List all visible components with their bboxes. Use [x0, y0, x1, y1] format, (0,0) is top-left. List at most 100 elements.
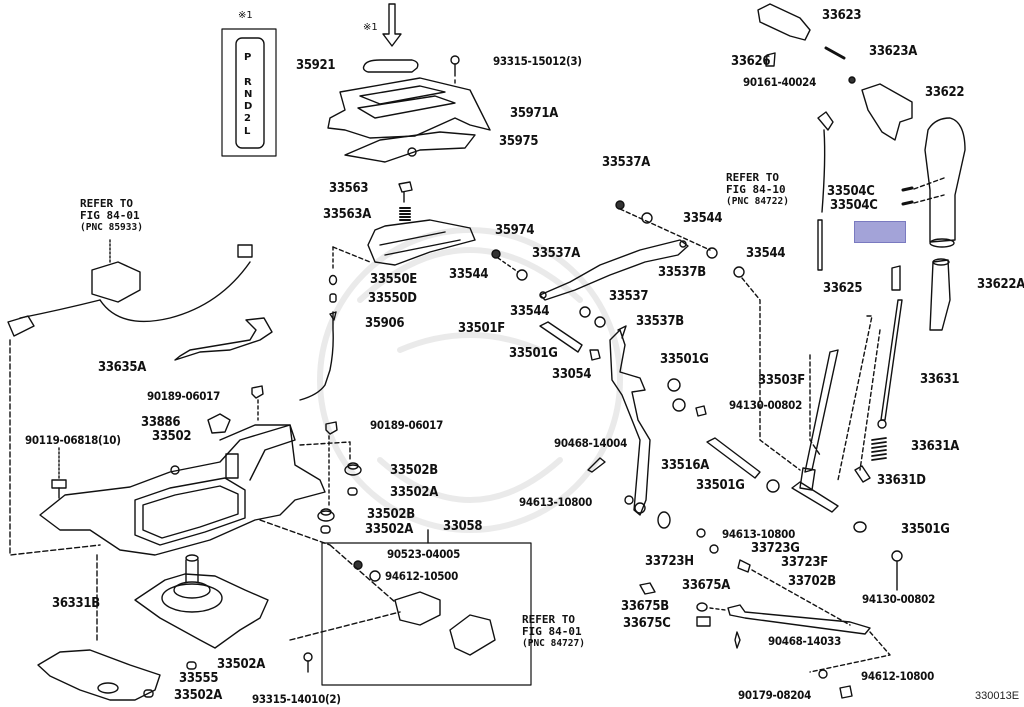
- part-label[interactable]: 93315-15012(3): [493, 54, 582, 68]
- part-label[interactable]: 90161-40024: [743, 75, 816, 89]
- part-label[interactable]: 33501G: [660, 352, 709, 367]
- part-label[interactable]: 94612-10500: [385, 569, 458, 583]
- part-label[interactable]: 33502B: [390, 463, 438, 478]
- lever-33054: [609, 329, 651, 516]
- part-label[interactable]: 33537B: [658, 265, 706, 280]
- part-label[interactable]: 33501F: [458, 321, 505, 336]
- shift-knob: [924, 117, 966, 243]
- part-label[interactable]: 33502A: [174, 688, 222, 703]
- part-label[interactable]: 33054: [552, 367, 592, 382]
- part-label[interactable]: 90189-06017: [370, 418, 443, 432]
- part-label[interactable]: 33635A: [98, 360, 146, 375]
- part-label[interactable]: 33723F: [781, 555, 828, 570]
- part-label[interactable]: 33550E: [370, 272, 417, 287]
- part-label[interactable]: 33502: [152, 429, 192, 444]
- part-label[interactable]: 33502A: [390, 485, 438, 500]
- part-label[interactable]: 94613-10800: [722, 527, 795, 541]
- part-33635A-shape: [174, 317, 273, 361]
- part-label[interactable]: 33723G: [751, 541, 800, 556]
- part-label[interactable]: 33544: [746, 246, 786, 261]
- part-33555-plate: [37, 649, 161, 701]
- part-label[interactable]: 33544: [449, 267, 489, 282]
- gear-indicator-frame: [221, 28, 277, 157]
- part-label[interactable]: 94613-10800: [519, 495, 592, 509]
- part-label[interactable]: 33503F: [758, 373, 805, 388]
- part-label[interactable]: 35921: [296, 58, 336, 73]
- part-label[interactable]: 33555: [179, 671, 219, 686]
- gear-2: 2: [244, 113, 251, 124]
- gear-n: N: [244, 89, 253, 100]
- part-label[interactable]: 90179-08204: [738, 688, 811, 702]
- part-label[interactable]: 90523-04005: [387, 547, 460, 561]
- part-36331B-boot: [134, 573, 269, 649]
- part-label[interactable]: 35971A: [510, 106, 558, 121]
- part-label[interactable]: 33544: [510, 304, 550, 319]
- part-label[interactable]: 33501G: [901, 522, 950, 537]
- reference-note-84722[interactable]: REFER TO FIG 84-10 (PNC 84722): [726, 171, 789, 208]
- figure-code: 330013E: [975, 690, 1020, 702]
- pin-33501F: [539, 321, 583, 353]
- rod-33631: [880, 299, 903, 421]
- part-label[interactable]: 94130-00802: [729, 398, 802, 412]
- part-label[interactable]: 33502A: [217, 657, 265, 672]
- part-label[interactable]: 90468-14004: [554, 436, 627, 450]
- part-label[interactable]: 90189-06017: [147, 389, 220, 403]
- part-label[interactable]: 94612-10800: [861, 669, 934, 683]
- part-label[interactable]: 33502B: [367, 507, 415, 522]
- highlighted-part-marker[interactable]: [854, 221, 906, 243]
- reference-note-84727[interactable]: REFER TO FIG 84-01 (PNC 84727): [522, 613, 585, 650]
- part-label[interactable]: 33563A: [323, 207, 371, 222]
- part-label[interactable]: 36331B: [52, 596, 100, 611]
- part-label[interactable]: 33675C: [623, 616, 671, 631]
- part-33537-link: [539, 239, 689, 301]
- part-label[interactable]: 33626: [731, 54, 771, 69]
- part-label[interactable]: 33537B: [636, 314, 684, 329]
- part-label[interactable]: 33537: [609, 289, 649, 304]
- part-label[interactable]: 33504C: [827, 184, 875, 199]
- part-label[interactable]: 33537A: [602, 155, 650, 170]
- part-label[interactable]: 33622: [925, 85, 965, 100]
- spring-33631A: [871, 437, 887, 461]
- part-label[interactable]: 93315-14010(2): [252, 692, 341, 706]
- part-label[interactable]: 94130-00802: [862, 592, 935, 606]
- part-label[interactable]: 33702B: [788, 574, 836, 589]
- part-label[interactable]: 33631D: [877, 473, 926, 488]
- part-35921-shape: [362, 59, 419, 73]
- part-label[interactable]: 33723H: [645, 554, 694, 569]
- part-label[interactable]: 33504C: [830, 198, 878, 213]
- part-label[interactable]: 33623A: [869, 44, 917, 59]
- part-label[interactable]: 33550D: [368, 291, 417, 306]
- part-label[interactable]: 33501G: [696, 478, 745, 493]
- part-label[interactable]: 33886: [141, 415, 181, 430]
- part-label[interactable]: 33675B: [621, 599, 669, 614]
- part-label[interactable]: 33501G: [509, 346, 558, 361]
- rod-33702B: [727, 604, 871, 635]
- part-label[interactable]: 33631: [920, 372, 960, 387]
- part-label[interactable]: 90119-06818(10): [25, 433, 121, 447]
- part-label[interactable]: 33537A: [532, 246, 580, 261]
- part-label[interactable]: 90468-14033: [768, 634, 841, 648]
- part-33622A-shape: [929, 259, 951, 331]
- part-label[interactable]: 33058: [443, 519, 483, 534]
- note-mark-1: ※1: [238, 10, 253, 21]
- part-label[interactable]: 33622A: [977, 277, 1024, 292]
- part-label[interactable]: 33502A: [365, 522, 413, 537]
- part-label[interactable]: 33563: [329, 181, 369, 196]
- part-label[interactable]: 35975: [499, 134, 539, 149]
- part-35975-shape: [344, 131, 476, 163]
- part-label[interactable]: 33544: [683, 211, 723, 226]
- part-label[interactable]: 33623: [822, 8, 862, 23]
- part-33622-shape: [861, 83, 913, 141]
- part-label[interactable]: 33631A: [911, 439, 959, 454]
- gear-p: P: [244, 52, 252, 63]
- part-33058-kit-box: [321, 542, 532, 686]
- part-label[interactable]: 35906: [365, 316, 405, 331]
- watermark-emblem: [317, 227, 623, 533]
- gear-d: D: [244, 101, 253, 112]
- part-label[interactable]: 35974: [495, 223, 535, 238]
- reference-note-85933[interactable]: REFER TO FIG 84-01 (PNC 85933): [80, 197, 143, 234]
- part-label[interactable]: 33675A: [682, 578, 730, 593]
- part-label[interactable]: 33625: [823, 281, 863, 296]
- part-label[interactable]: 33516A: [661, 458, 709, 473]
